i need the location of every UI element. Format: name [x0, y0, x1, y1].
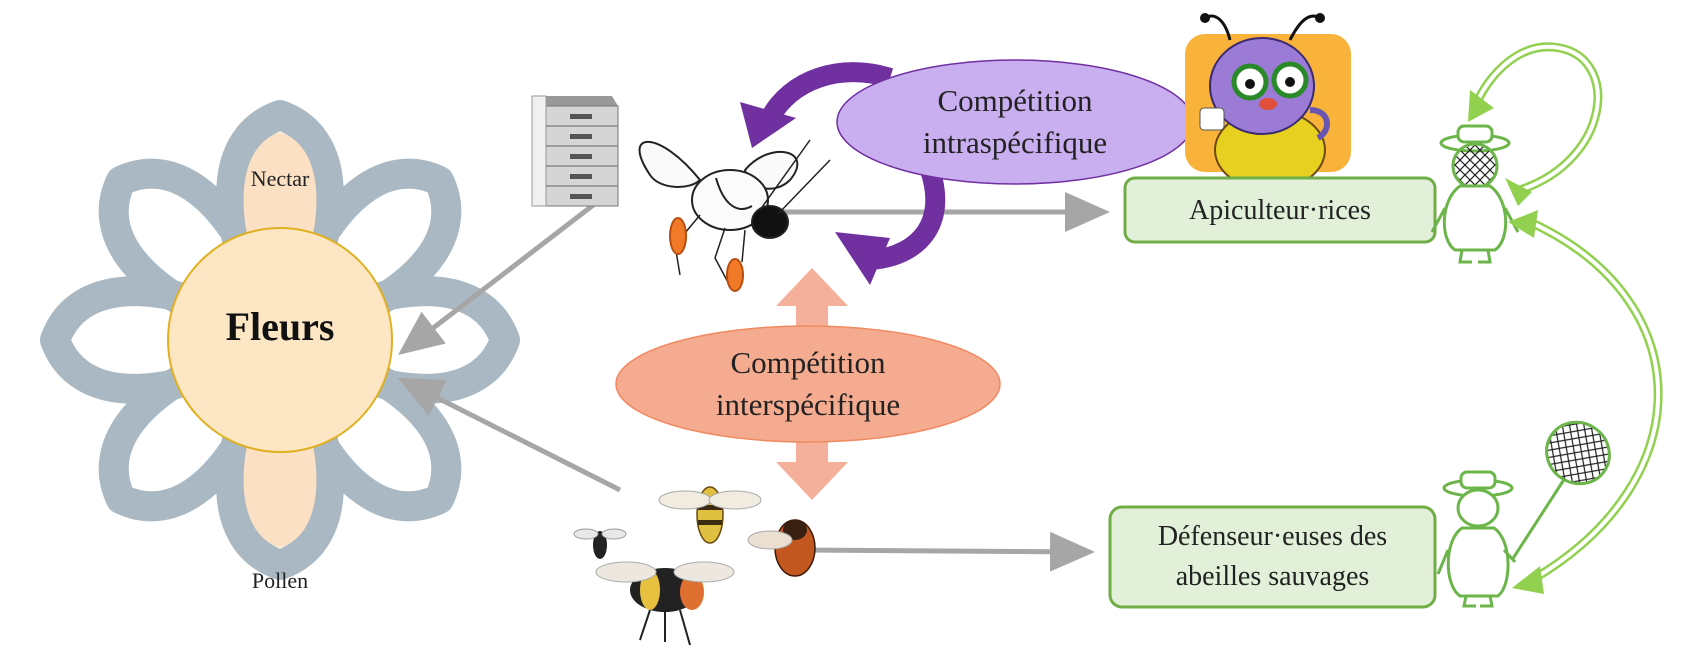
arrow-wildbees-to-defenders [804, 531, 1095, 572]
wild-bee-small [573, 528, 627, 559]
intra-loop-top [761, 62, 894, 124]
arrow-wildbees-to-flowers [397, 377, 622, 493]
wild-bees-icon [573, 486, 816, 646]
flowers-label: Fleurs [225, 304, 335, 349]
wild-bee-bumblebee [595, 561, 735, 646]
nectar-label: Nectar [250, 166, 310, 191]
green-loops [1468, 42, 1663, 594]
wild-bee-red [747, 519, 816, 577]
inter-competition [615, 268, 1001, 500]
flower [40, 100, 520, 580]
beekeepers-label: Apiculteur·rices [1189, 195, 1371, 226]
inter-ellipse [615, 325, 1001, 443]
wild-bee-defenders-box [1108, 505, 1437, 609]
intra-competition [740, 59, 1194, 285]
honeybee-icon [638, 139, 831, 292]
flower-center [167, 227, 393, 453]
intra-arrowhead-bottom [835, 232, 890, 285]
naturalist-figure-icon [1436, 470, 1517, 608]
pollen-label: Pollen [251, 568, 309, 593]
intra-competition-label: Compétition intraspécifique [922, 83, 1108, 160]
inter-competition-label: Compétition interspécifique [715, 345, 901, 422]
intra-arrowhead-top [740, 102, 796, 148]
wild-bee-wasp [658, 486, 762, 544]
beekeeper-figure-icon [1430, 124, 1520, 264]
cartoon-bee-icon [1185, 13, 1351, 191]
butterfly-net-icon [1510, 420, 1611, 561]
wild-bee-defenders-label: Défenseur·euses des abeilles sauvages [1157, 521, 1388, 592]
loop-beekeepers-defenders [1528, 217, 1663, 582]
self-loop-head [1468, 90, 1494, 122]
beehive-icon [531, 95, 619, 207]
beekeepers-box [1123, 176, 1437, 244]
arrow-honeybee-to-flowers [398, 194, 607, 356]
